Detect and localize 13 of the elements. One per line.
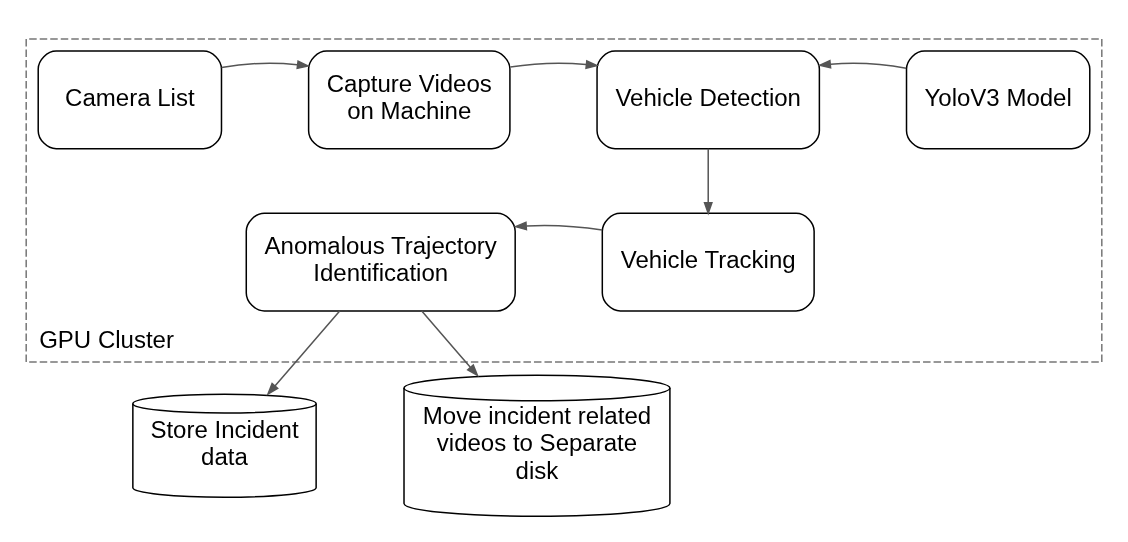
- arrow: [817, 58, 907, 69]
- arrow: [513, 220, 603, 231]
- node-box: Capture Videos on Machine: [307, 49, 511, 149]
- arrow: [421, 309, 479, 377]
- node-box: Camera List: [37, 49, 223, 149]
- arrow: [266, 309, 341, 396]
- arrow: [509, 59, 600, 69]
- arrow: [703, 147, 713, 215]
- node-box: Anomalous Trajectory Identification: [245, 212, 516, 312]
- node-box: Vehicle Detection: [596, 49, 821, 149]
- arrow: [220, 59, 311, 69]
- node-box: YoloV3 Model: [905, 49, 1091, 149]
- node-box: Vehicle Tracking: [601, 212, 815, 312]
